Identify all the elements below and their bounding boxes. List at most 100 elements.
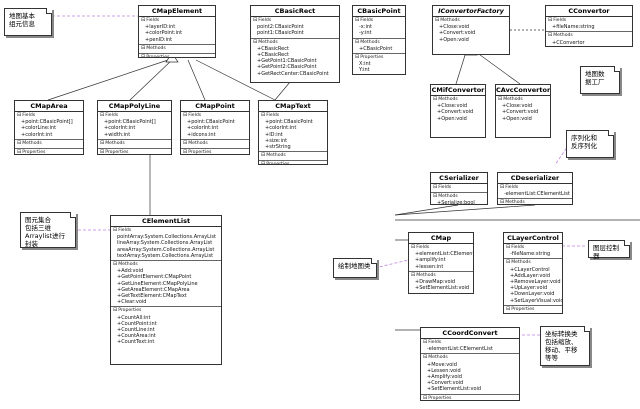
class-member: +Convert:void: [439, 30, 476, 37]
class-member: +GetConvertor:ConvertorFactory: [548, 46, 632, 47]
section-title: Methods: [423, 354, 517, 361]
class-member: +CLayerControl: [510, 266, 550, 273]
class-name: CDeserializer: [498, 173, 572, 184]
class-member: +GetRectCenter:CBasicPoint: [257, 70, 329, 77]
section-title: Methods: [253, 39, 337, 46]
class-member: +UpLayer:void: [510, 285, 548, 292]
class-member: +Amplify:void: [427, 374, 462, 381]
section-title: Fields: [423, 339, 517, 346]
class-section: Fields-elementList:CElementList: [421, 339, 519, 355]
class-section: Methods+DrawMap:void+SetElementList:void: [409, 272, 473, 293]
class-member: +GetTextElement:CMapText: [117, 293, 187, 300]
class-name: CMap: [409, 233, 473, 244]
class-member: +fileName:string: [552, 24, 595, 31]
class-section: Methods+CLayerControl+AddLayer:void+Remo…: [504, 259, 562, 306]
class-member: +point:CBasicPoint: [187, 119, 235, 126]
class-member: +amplify:int: [415, 257, 446, 264]
class-celementlist: CElementListFieldspointArray:System.Coll…: [110, 215, 222, 365]
section-title: Fields: [433, 184, 485, 191]
class-section: Fields+point:CBasicPoint[]+colorInt:int+…: [98, 112, 171, 140]
class-member: +colorInt:int: [187, 125, 219, 132]
class-section: Fields-elementList:CElementList: [498, 184, 572, 200]
class-member: Y:int: [359, 67, 370, 74]
class-cbasicpoint: CBasicPointFields-x:int-y:intMethods+CBa…: [352, 5, 406, 75]
section-title: Methods: [433, 193, 485, 200]
class-member: pointArray:System.Collections.ArrayList: [117, 234, 216, 241]
class-member: +DrawMap:void: [415, 279, 456, 286]
class-section: Properties: [421, 395, 519, 400]
section-title: Fields: [17, 112, 81, 119]
class-section: Fields+fileName:string: [546, 17, 632, 33]
class-section: Methods+CBasicRect+CBasicRect+GetPoint1:…: [251, 39, 339, 78]
class-member: +Close:void: [437, 103, 468, 110]
class-section: Methods+Serialize:bool: [431, 193, 487, 204]
section-title: Properties: [261, 161, 325, 164]
class-section: Methods+Close:void+Convert:void+Open:voi…: [431, 96, 485, 123]
section-title: Methods: [411, 272, 471, 279]
class-cconvertor: CConvertorFields+fileName:stringMethods+…: [545, 5, 633, 47]
note-layer-control: 图层控制器: [588, 240, 630, 260]
class-member: +GetPoint2:CBasicPoint: [257, 64, 317, 71]
class-section: FieldspointArray:System.Collections.Arra…: [111, 227, 221, 262]
class-section: Methods+Move:void+Lessen:void+Amplify:vo…: [421, 354, 519, 395]
section-title: Properties: [113, 307, 219, 314]
class-member: +CConvertor: [552, 39, 585, 46]
section-title: Fields: [355, 17, 403, 24]
class-member: +Convert:void: [437, 109, 474, 116]
class-iconvertorfactory: IConvertorFactoryMethods+Close:void+Conv…: [432, 5, 510, 55]
class-member: point1:CBasicPoint: [257, 30, 304, 37]
class-member: +ID:int: [265, 131, 283, 138]
class-name: CSerializer: [431, 173, 487, 184]
class-name: CCoordConvert: [421, 328, 519, 339]
class-member: +Close:void: [502, 103, 533, 110]
section-title: Methods: [100, 140, 169, 147]
class-cavcconvertor: CAvcConvertorMethods+Close:void+Convert:…: [495, 84, 551, 138]
class-section: Properties+CountAll:int+CountPoint:int+C…: [111, 307, 221, 346]
section-title: Properties: [17, 149, 81, 154]
class-member: +SetElementList:void: [415, 285, 470, 292]
section-title: Properties: [506, 306, 560, 313]
section-title: Properties: [183, 149, 247, 154]
class-member: +Add:void: [117, 268, 144, 275]
note-map-drawing: 绘制地图类: [333, 258, 377, 278]
class-cmaptext: CMapTextFields+point:CBasicPoint+colorIn…: [258, 100, 328, 165]
class-name: CElementList: [111, 216, 221, 227]
section-title: Fields: [253, 17, 337, 24]
class-name: CAvcConvertor: [496, 86, 551, 96]
class-member: +GetLineElement:CMapPolyLine: [117, 280, 198, 287]
class-member: +CountLine:int: [117, 327, 155, 334]
section-title: Fields: [141, 17, 213, 24]
section-title: Methods: [141, 45, 213, 52]
class-member: +colorInt:int: [104, 125, 136, 132]
class-section: Methods+Close:void+Convert:void+Open:voi…: [496, 96, 550, 123]
note-coord-convert: 坐标转换类 包括缩放、 移动、平移 等等: [540, 326, 590, 366]
class-member: +penID:int: [145, 36, 173, 43]
class-member: -elementList:CElementList: [427, 346, 493, 353]
section-title: Fields: [261, 112, 325, 119]
class-name: CMapText: [259, 101, 327, 112]
section-title: Fields: [183, 112, 247, 119]
note-map-basic-elements: 地图基本 组元信息: [4, 8, 52, 36]
section-title: Methods: [498, 96, 548, 103]
class-cmappolyline: CMapPolyLineFields+point:CBasicPoint[]+c…: [97, 100, 172, 155]
class-section: Fields+point:CBasicPoint+colorInt:int+ID…: [259, 112, 327, 153]
class-member: +colorInt:int: [265, 125, 297, 132]
section-title: Fields: [506, 244, 560, 251]
class-member: +CountArea:int: [117, 333, 156, 340]
section-title: Methods: [183, 140, 247, 147]
class-section: Methods: [181, 140, 249, 150]
class-section: Methods+CConvertor+GetConvertor:Converto…: [546, 32, 632, 47]
section-title: Methods: [500, 199, 570, 204]
class-section: Properties: [139, 54, 215, 57]
class-cmifconvertor: CMifConvertorMethods+Close:void+Convert:…: [430, 84, 486, 138]
class-member: +Convert:void: [427, 380, 464, 387]
class-section: Methods+Deserialize:CElementList: [498, 199, 572, 204]
class-member: point2:CBasicPoint: [257, 24, 304, 31]
note-map-data-factory: 地图数 据工厂: [580, 66, 620, 94]
class-section: Fieldspoint2:CBasicPointpoint1:CBasicPoi…: [251, 17, 339, 39]
class-section: Methods+Add:void+GetPointElement:CMapPoi…: [111, 261, 221, 308]
class-member: +DownLayer:void: [510, 291, 555, 298]
class-section: Fields-x:int-y:int: [353, 17, 405, 39]
class-member: +Open:void: [437, 115, 467, 122]
class-member: -x:int: [359, 24, 372, 31]
